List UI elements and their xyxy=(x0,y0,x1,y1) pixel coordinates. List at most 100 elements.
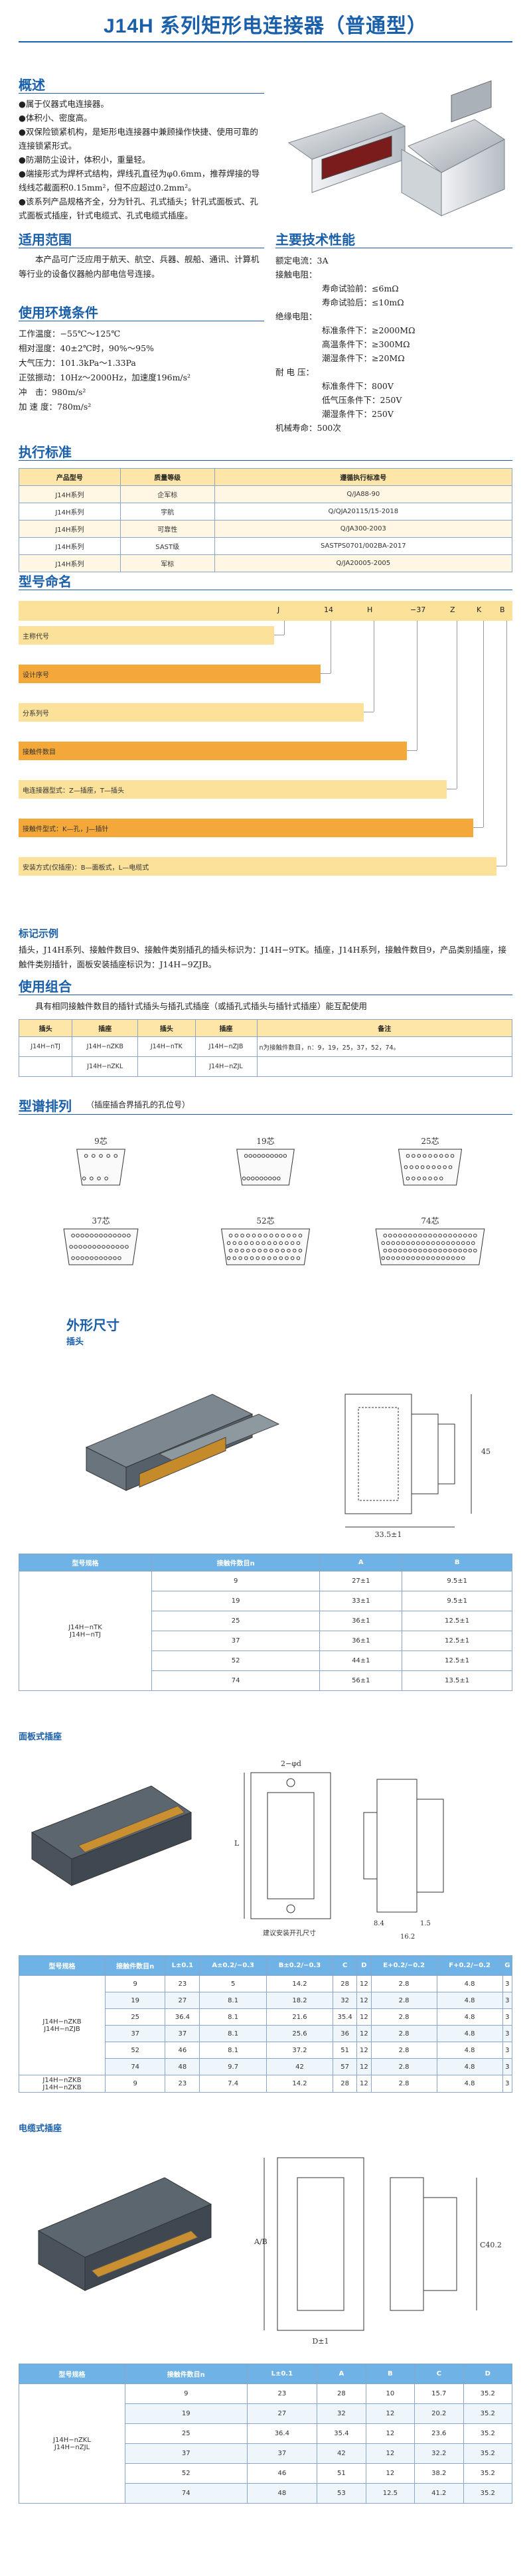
pin-hole xyxy=(428,1248,432,1253)
table-cell: 12 xyxy=(356,2058,372,2075)
pin-hole xyxy=(413,1234,417,1238)
spec-row: 寿命试验前：≤6mΩ xyxy=(275,282,512,295)
pin-hole xyxy=(418,1248,422,1253)
pin-hole xyxy=(256,1241,260,1246)
spec-row: 潮湿条件下：250V xyxy=(275,407,512,421)
env-label: 加 速 度： xyxy=(19,402,57,412)
pin-hole xyxy=(232,1256,237,1260)
product-photo xyxy=(287,80,505,216)
table-header: D xyxy=(463,2364,513,2384)
table-cell: 35.2 xyxy=(463,2403,513,2424)
pin-hole xyxy=(80,1234,84,1238)
pin-hole xyxy=(242,1176,246,1180)
table-cell: 32 xyxy=(317,2403,366,2424)
spec-label: 潮湿条件下： xyxy=(322,409,372,419)
table-cell: 44±1 xyxy=(319,1650,403,1671)
pin-hole xyxy=(421,1256,425,1260)
panel-front-view xyxy=(244,1772,331,1919)
pin-hole xyxy=(463,1234,467,1238)
pin-hole xyxy=(71,1256,75,1260)
pin-hole xyxy=(267,1256,271,1260)
pin-count-label: 52芯 xyxy=(256,1216,274,1226)
pin-hole xyxy=(453,1248,457,1253)
env-row: 正弦振动：10Hz～2000Hz，加速度196m/s² xyxy=(19,370,266,385)
plug-drawing: 33.5±1 45 xyxy=(85,1394,491,1539)
panel-d162: 16.2 xyxy=(400,1933,415,1941)
table-cell: 4.8 xyxy=(436,2042,503,2059)
pin-count-label: 25芯 xyxy=(421,1137,439,1146)
pin-hole xyxy=(244,1256,248,1260)
pin-hole xyxy=(85,1256,89,1260)
pin-layout-19: 19芯 xyxy=(236,1137,295,1186)
pin-hole xyxy=(252,1248,256,1253)
pin-hole xyxy=(228,1248,233,1253)
pin-hole xyxy=(275,1234,279,1238)
env-label: 工作温度： xyxy=(19,329,60,339)
pin-hole xyxy=(433,1176,438,1180)
pin-hole xyxy=(250,1176,255,1180)
pin-hole xyxy=(408,1234,412,1238)
pin-hole xyxy=(417,1176,421,1180)
naming-code: 14 xyxy=(324,605,333,614)
table-cell: 12 xyxy=(365,2443,416,2464)
table-cell: 28 xyxy=(333,1975,358,1992)
table-cell: 9 xyxy=(104,2075,166,2093)
table-cell: 10 xyxy=(365,2383,416,2404)
pin-hole xyxy=(426,1241,430,1246)
table-cell: 4.8 xyxy=(436,2008,503,2026)
pin-hole xyxy=(276,1176,281,1180)
panel-l-label: L xyxy=(234,1839,240,1848)
pin-hole xyxy=(473,1234,477,1238)
table-cell: 35.2 xyxy=(463,2483,513,2504)
pin-hole xyxy=(396,1241,400,1246)
table-cell: 25 xyxy=(151,1611,321,1631)
table-cell: 36.4 xyxy=(246,2423,318,2444)
env-label: 冲 击： xyxy=(19,387,52,397)
table-cell: 37 xyxy=(151,1631,321,1651)
table-header: F+0.2/−0.2 xyxy=(436,1955,503,1976)
pin-hole xyxy=(468,1248,473,1253)
layout-note: （插座插合界插孔的孔位号） xyxy=(86,1100,190,1109)
pin-hole xyxy=(416,1256,420,1260)
table-cell: 8.1 xyxy=(199,2008,267,2026)
pin-hole xyxy=(438,1248,442,1253)
pin-hole xyxy=(94,1234,98,1238)
pin-hole xyxy=(115,1245,119,1249)
pin-hole xyxy=(92,1245,96,1249)
table-cell: 12 xyxy=(356,2075,372,2093)
naming-bar xyxy=(19,626,274,645)
pin-hole xyxy=(458,1248,463,1253)
table-cell: 23 xyxy=(246,2383,318,2404)
pin-hole xyxy=(443,1248,447,1253)
pin-hole xyxy=(240,1234,244,1238)
table-cell: 18.2 xyxy=(266,1992,334,2009)
spec-row: 绝缘电阻： xyxy=(275,309,512,323)
pin-hole xyxy=(391,1241,396,1246)
pin-hole xyxy=(412,1154,416,1158)
table-cell: 35.2 xyxy=(463,2463,513,2484)
table-cell: 36±1 xyxy=(319,1631,403,1651)
pin-hole xyxy=(273,1241,277,1246)
cable-front-view xyxy=(264,2157,364,2331)
pin-hole xyxy=(461,1256,465,1260)
pin-hole xyxy=(273,1256,277,1260)
pin-hole xyxy=(420,1165,425,1169)
pin-hole xyxy=(458,1234,463,1238)
pin-hole xyxy=(267,1241,271,1246)
pin-hole xyxy=(80,1256,84,1260)
pin-hole xyxy=(471,1241,475,1246)
pin-hole xyxy=(69,1245,73,1249)
pin-hole xyxy=(234,1234,239,1238)
pin-hole xyxy=(262,1241,266,1246)
table-header: 接触件数目n xyxy=(151,1554,321,1571)
table-cell: 14.2 xyxy=(266,2075,334,2093)
env-row: 工作温度：−55℃～125℃ xyxy=(19,327,266,341)
table-cell: 57 xyxy=(333,2058,358,2075)
table-cell: 23 xyxy=(165,2075,200,2093)
table-cell: 25 xyxy=(104,2008,166,2026)
